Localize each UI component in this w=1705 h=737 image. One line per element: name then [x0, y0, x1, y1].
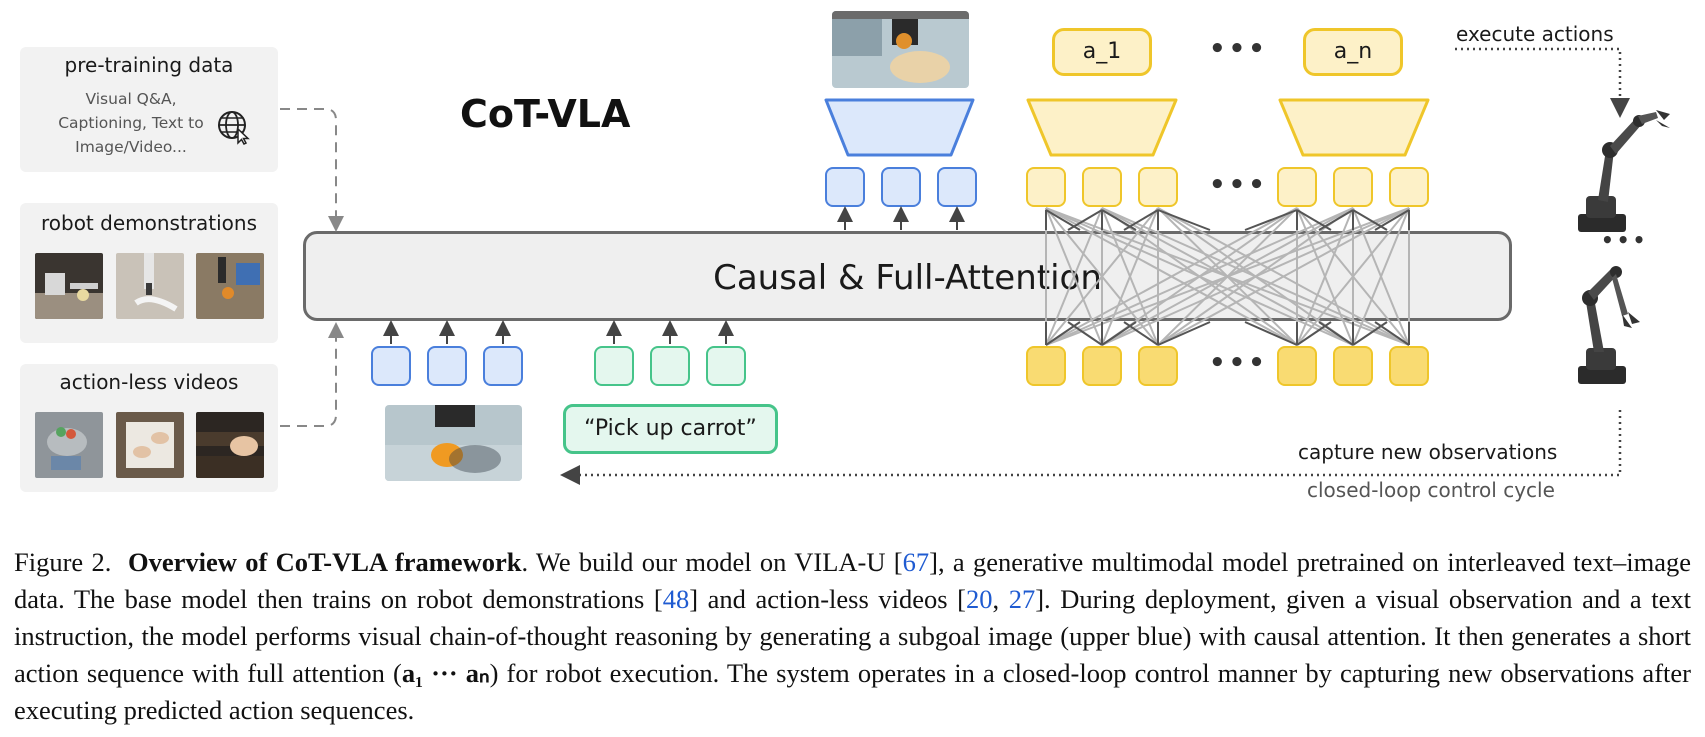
capture-connector: [560, 410, 1622, 485]
text-input-token: [594, 346, 634, 386]
diagram-overlay: [280, 47, 1670, 485]
caption-text: ) for robot execution. The system operat…: [14, 658, 1691, 725]
action-output-token: [1138, 167, 1178, 207]
robot-demo-image-1: [35, 253, 103, 319]
full-attention-lines: [1045, 207, 1410, 346]
output-arrows: [837, 206, 965, 230]
observation-image: [385, 405, 522, 481]
text-instruction: “Pick up carrot”: [563, 404, 778, 454]
action-input-token: [1026, 346, 1066, 386]
globe-cursor-icon: [216, 109, 252, 145]
figure-title: CoT-VLA: [460, 92, 631, 136]
figure: pre-training data Visual Q&A, Captioning…: [20, 11, 1670, 502]
action-input-token: [1389, 346, 1429, 386]
actionless-title: action-less videos: [59, 370, 239, 394]
action-output-token: [1277, 167, 1317, 207]
pretraining-panel: pre-training data Visual Q&A, Captioning…: [20, 47, 278, 172]
citation-link[interactable]: 48: [662, 584, 690, 614]
action-input-token: [1333, 346, 1373, 386]
robot-demos-panel: robot demonstrations: [20, 203, 278, 343]
actionless-video-2: [116, 412, 184, 478]
text-input-token: [650, 346, 690, 386]
input-arrows: [383, 320, 734, 344]
caption-math: a₁ ··· aₙ: [401, 658, 490, 688]
action-decoder-n: [1278, 98, 1430, 157]
robot-demo-image-2: [116, 253, 184, 319]
citation-link[interactable]: 20: [965, 584, 993, 614]
actionless-video-1: [35, 412, 103, 478]
caption-prefix: Figure 2.: [14, 547, 112, 577]
actionless-video-3: [196, 412, 264, 478]
action-input-token: [1082, 346, 1122, 386]
pretraining-connector: [280, 108, 344, 232]
full-attention-lines-dark: [1045, 209, 1410, 346]
action-output-token: [1082, 167, 1122, 207]
ellipsis-upper-tokens: •••: [1209, 170, 1268, 200]
action-output-token: [1389, 167, 1429, 207]
robot-demo-image-3: [196, 253, 264, 319]
caption-text: ]. During deployment, given a visual obs…: [14, 584, 1691, 688]
citation-link[interactable]: 67: [902, 547, 930, 577]
image-input-token: [427, 346, 467, 386]
closed-loop-label: closed-loop control cycle: [1307, 478, 1555, 502]
caption-text: ,: [992, 584, 1009, 614]
action-decoder-1: [1026, 98, 1178, 157]
capture-observations-label: capture new observations: [1298, 440, 1558, 464]
actionless-panel: action-less videos: [20, 364, 278, 492]
caption-text: ] and action-less videos [: [689, 584, 966, 614]
caption-text: . We build our model on VILA-U [: [521, 547, 903, 577]
ellipsis-lower-tokens: •••: [1209, 348, 1268, 378]
action-token-an: a_n: [1303, 28, 1403, 76]
image-decoder: [824, 98, 975, 157]
citation-link[interactable]: 27: [1008, 584, 1036, 614]
pretraining-text: Visual Q&A, Captioning, Text to Image/Vi…: [58, 90, 204, 156]
pretraining-title: pre-training data: [64, 53, 234, 77]
action-token-a1: a_1: [1052, 28, 1152, 76]
robot-arm-icon: [1578, 266, 1640, 384]
execute-connector: [1455, 47, 1630, 118]
image-input-token: [483, 346, 523, 386]
action-output-token: [1026, 167, 1066, 207]
actionless-connector: [280, 322, 344, 427]
execute-actions-label: execute actions: [1456, 22, 1614, 46]
robot-demos-title: robot demonstrations: [40, 211, 257, 235]
subgoal-image: [832, 11, 969, 88]
text-input-token: [706, 346, 746, 386]
caption-text: ], a generative multimodal model pretrai…: [14, 547, 1692, 614]
figure-caption: Figure 2. Overview of CoT-VLA framework.…: [14, 544, 1691, 729]
action-output-token: [1333, 167, 1373, 207]
caption-bold-title: Overview of CoT-VLA framework: [128, 547, 522, 577]
action-input-token: [1138, 346, 1178, 386]
image-input-token: [371, 346, 411, 386]
attention-label: Causal & Full-Attention: [713, 258, 1102, 298]
action-input-token: [1277, 346, 1317, 386]
robot-arm-icon: [1578, 110, 1670, 232]
ellipsis-top: •••: [1209, 34, 1268, 64]
